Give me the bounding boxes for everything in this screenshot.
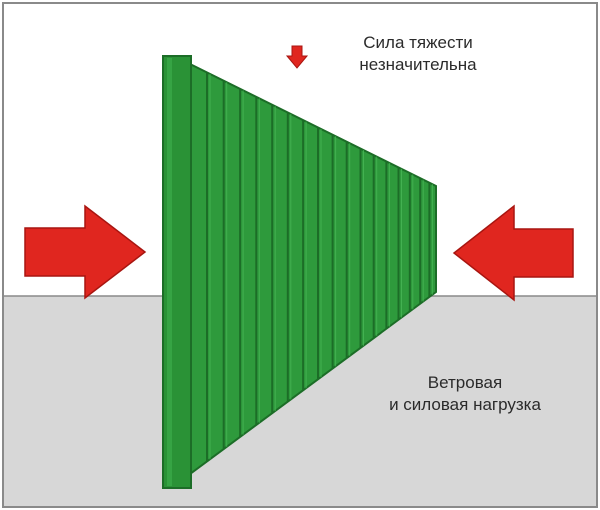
gravity-label-line1: Сила тяжести (363, 33, 473, 52)
fence-panel (189, 62, 437, 476)
arrow-left-icon (452, 204, 574, 302)
wind-load-label-line2: и силовая нагрузка (389, 395, 541, 414)
wind-load-label-line1: Ветровая (427, 373, 503, 392)
gravity-label: Сила тяжести незначительна (318, 32, 518, 76)
arrow-down-icon (285, 45, 309, 69)
wind-load-label: Ветровая и силовая нагрузка (345, 372, 585, 416)
gravity-label-line2: незначительна (359, 55, 477, 74)
arrow-right-icon (24, 204, 147, 300)
fence-post-highlight (167, 58, 172, 486)
panel-ribs (206, 72, 433, 462)
